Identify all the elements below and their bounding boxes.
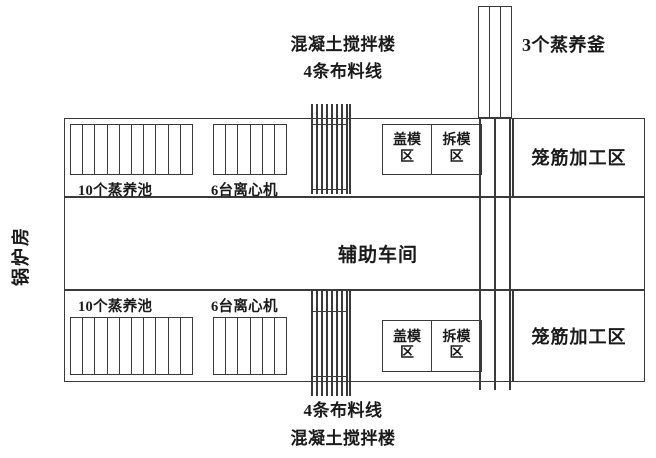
steam-pool-cell (108, 318, 120, 374)
cage-zone-label: 笼筋加工区 (531, 148, 627, 168)
strip-mold-zone-bottom: 拆模区 (432, 321, 481, 371)
distribution-line (349, 291, 351, 396)
steam-pool-label-top: 10个蒸养池 (78, 183, 153, 199)
distribution-line (311, 104, 313, 194)
distribution-line (321, 104, 323, 194)
autoclave-line (494, 118, 496, 390)
steam-pool-cell (132, 125, 145, 174)
autoclave-line (509, 118, 511, 390)
centrifuge-cell (226, 318, 239, 374)
distribution-line (336, 104, 338, 194)
band-separator-top (64, 196, 645, 198)
cage-zone-bottom: 笼筋加工区 (513, 289, 645, 382)
boiler-room-label: 锅炉房 (11, 226, 31, 286)
steam-pool-block-bottom (70, 317, 193, 375)
distribution-lines-top (309, 104, 351, 194)
distribution-line (349, 104, 351, 194)
centrifuge-cell (238, 125, 251, 174)
centrifuge-label-top: 6台离心机 (211, 183, 278, 199)
steam-pool-cell (169, 125, 181, 174)
cage-zone-top: 笼筋加工区 (513, 118, 645, 196)
caption-bottom-line1: 4条布料线 (303, 401, 383, 420)
distribution-line (341, 291, 343, 396)
steam-pool-cell (156, 125, 169, 174)
distribution-line (311, 291, 313, 396)
steam-pool-cell (108, 125, 120, 174)
cover-mold-zone-label: 盖模区 (393, 133, 421, 165)
steam-pool-cell (169, 318, 181, 374)
centrifuge-cell (238, 318, 251, 374)
centrifuge-cell (275, 125, 286, 174)
caption-bottom-line2: 混凝土搅拌楼 (290, 429, 396, 448)
centrifuge-cell (263, 318, 275, 374)
steam-pool-cell (83, 318, 96, 374)
distribution-line (326, 291, 328, 396)
cage-zone-divider-bottom (512, 289, 514, 382)
centrifuge-label-bottom: 6台离心机 (211, 299, 278, 315)
strip-mold-zone-label: 拆模区 (442, 133, 471, 165)
centrifuge-cell (214, 318, 227, 374)
centrifuge-cell (275, 318, 286, 374)
centrifuge-cell (251, 318, 263, 374)
autoclave-column (501, 7, 511, 117)
mold-zone-group-bottom: 盖模区 拆模区 (382, 320, 482, 372)
steam-pool-cell (132, 318, 145, 374)
centrifuge-block-top (213, 124, 287, 175)
centrifuge-cell (263, 125, 275, 174)
distribution-line (336, 291, 338, 396)
distribution-line (316, 104, 318, 194)
steam-pool-label-bottom: 10个蒸养池 (78, 299, 153, 315)
cover-mold-zone-label: 盖模区 (393, 329, 421, 361)
steam-pool-cell (83, 125, 96, 174)
steam-pool-cell (95, 318, 108, 374)
distribution-line (341, 104, 343, 194)
steam-pool-cell (71, 125, 84, 174)
steam-pool-cell (120, 318, 133, 374)
autoclave-tower (478, 6, 512, 118)
distribution-line (321, 291, 323, 396)
centrifuge-cell (251, 125, 263, 174)
strip-mold-zone-top: 拆模区 (432, 125, 481, 174)
caption-top-line2: 4条布料线 (303, 62, 383, 81)
steam-pool-block-top (70, 124, 193, 175)
aux-workshop-label: 辅助车间 (338, 245, 419, 266)
distribution-line (346, 104, 348, 194)
cover-mold-zone-top: 盖模区 (383, 125, 433, 174)
centrifuge-cell (226, 125, 239, 174)
steam-pool-cell (95, 125, 108, 174)
strip-mold-zone-label: 拆模区 (442, 329, 471, 361)
steam-pool-cell (144, 125, 157, 174)
band-separator-bottom (64, 289, 645, 291)
distribution-lines-bottom (309, 291, 351, 396)
plant-outer-frame (64, 118, 645, 382)
distribution-line (346, 291, 348, 396)
mold-zone-group-top: 盖模区 拆模区 (382, 124, 482, 175)
steam-pool-cell (181, 318, 192, 374)
centrifuge-block-bottom (213, 317, 287, 375)
autoclave-label: 3个蒸养釜 (522, 35, 606, 55)
steam-pool-cell (71, 318, 84, 374)
steam-pool-cell (120, 125, 133, 174)
autoclave-column (479, 7, 490, 117)
centrifuge-cell (214, 125, 227, 174)
distribution-line (326, 104, 328, 194)
steam-pool-cell (144, 318, 157, 374)
cage-zone-divider-top (512, 118, 514, 196)
autoclave-line (479, 118, 481, 390)
distribution-line (316, 291, 318, 396)
distribution-line (331, 291, 333, 396)
caption-top-line1: 混凝土搅拌楼 (290, 35, 396, 54)
distribution-line (331, 104, 333, 194)
cage-zone-label: 笼筋加工区 (531, 326, 627, 347)
autoclave-column (490, 7, 501, 117)
cover-mold-zone-bottom: 盖模区 (383, 321, 433, 371)
steam-pool-cell (156, 318, 169, 374)
steam-pool-cell (181, 125, 192, 174)
